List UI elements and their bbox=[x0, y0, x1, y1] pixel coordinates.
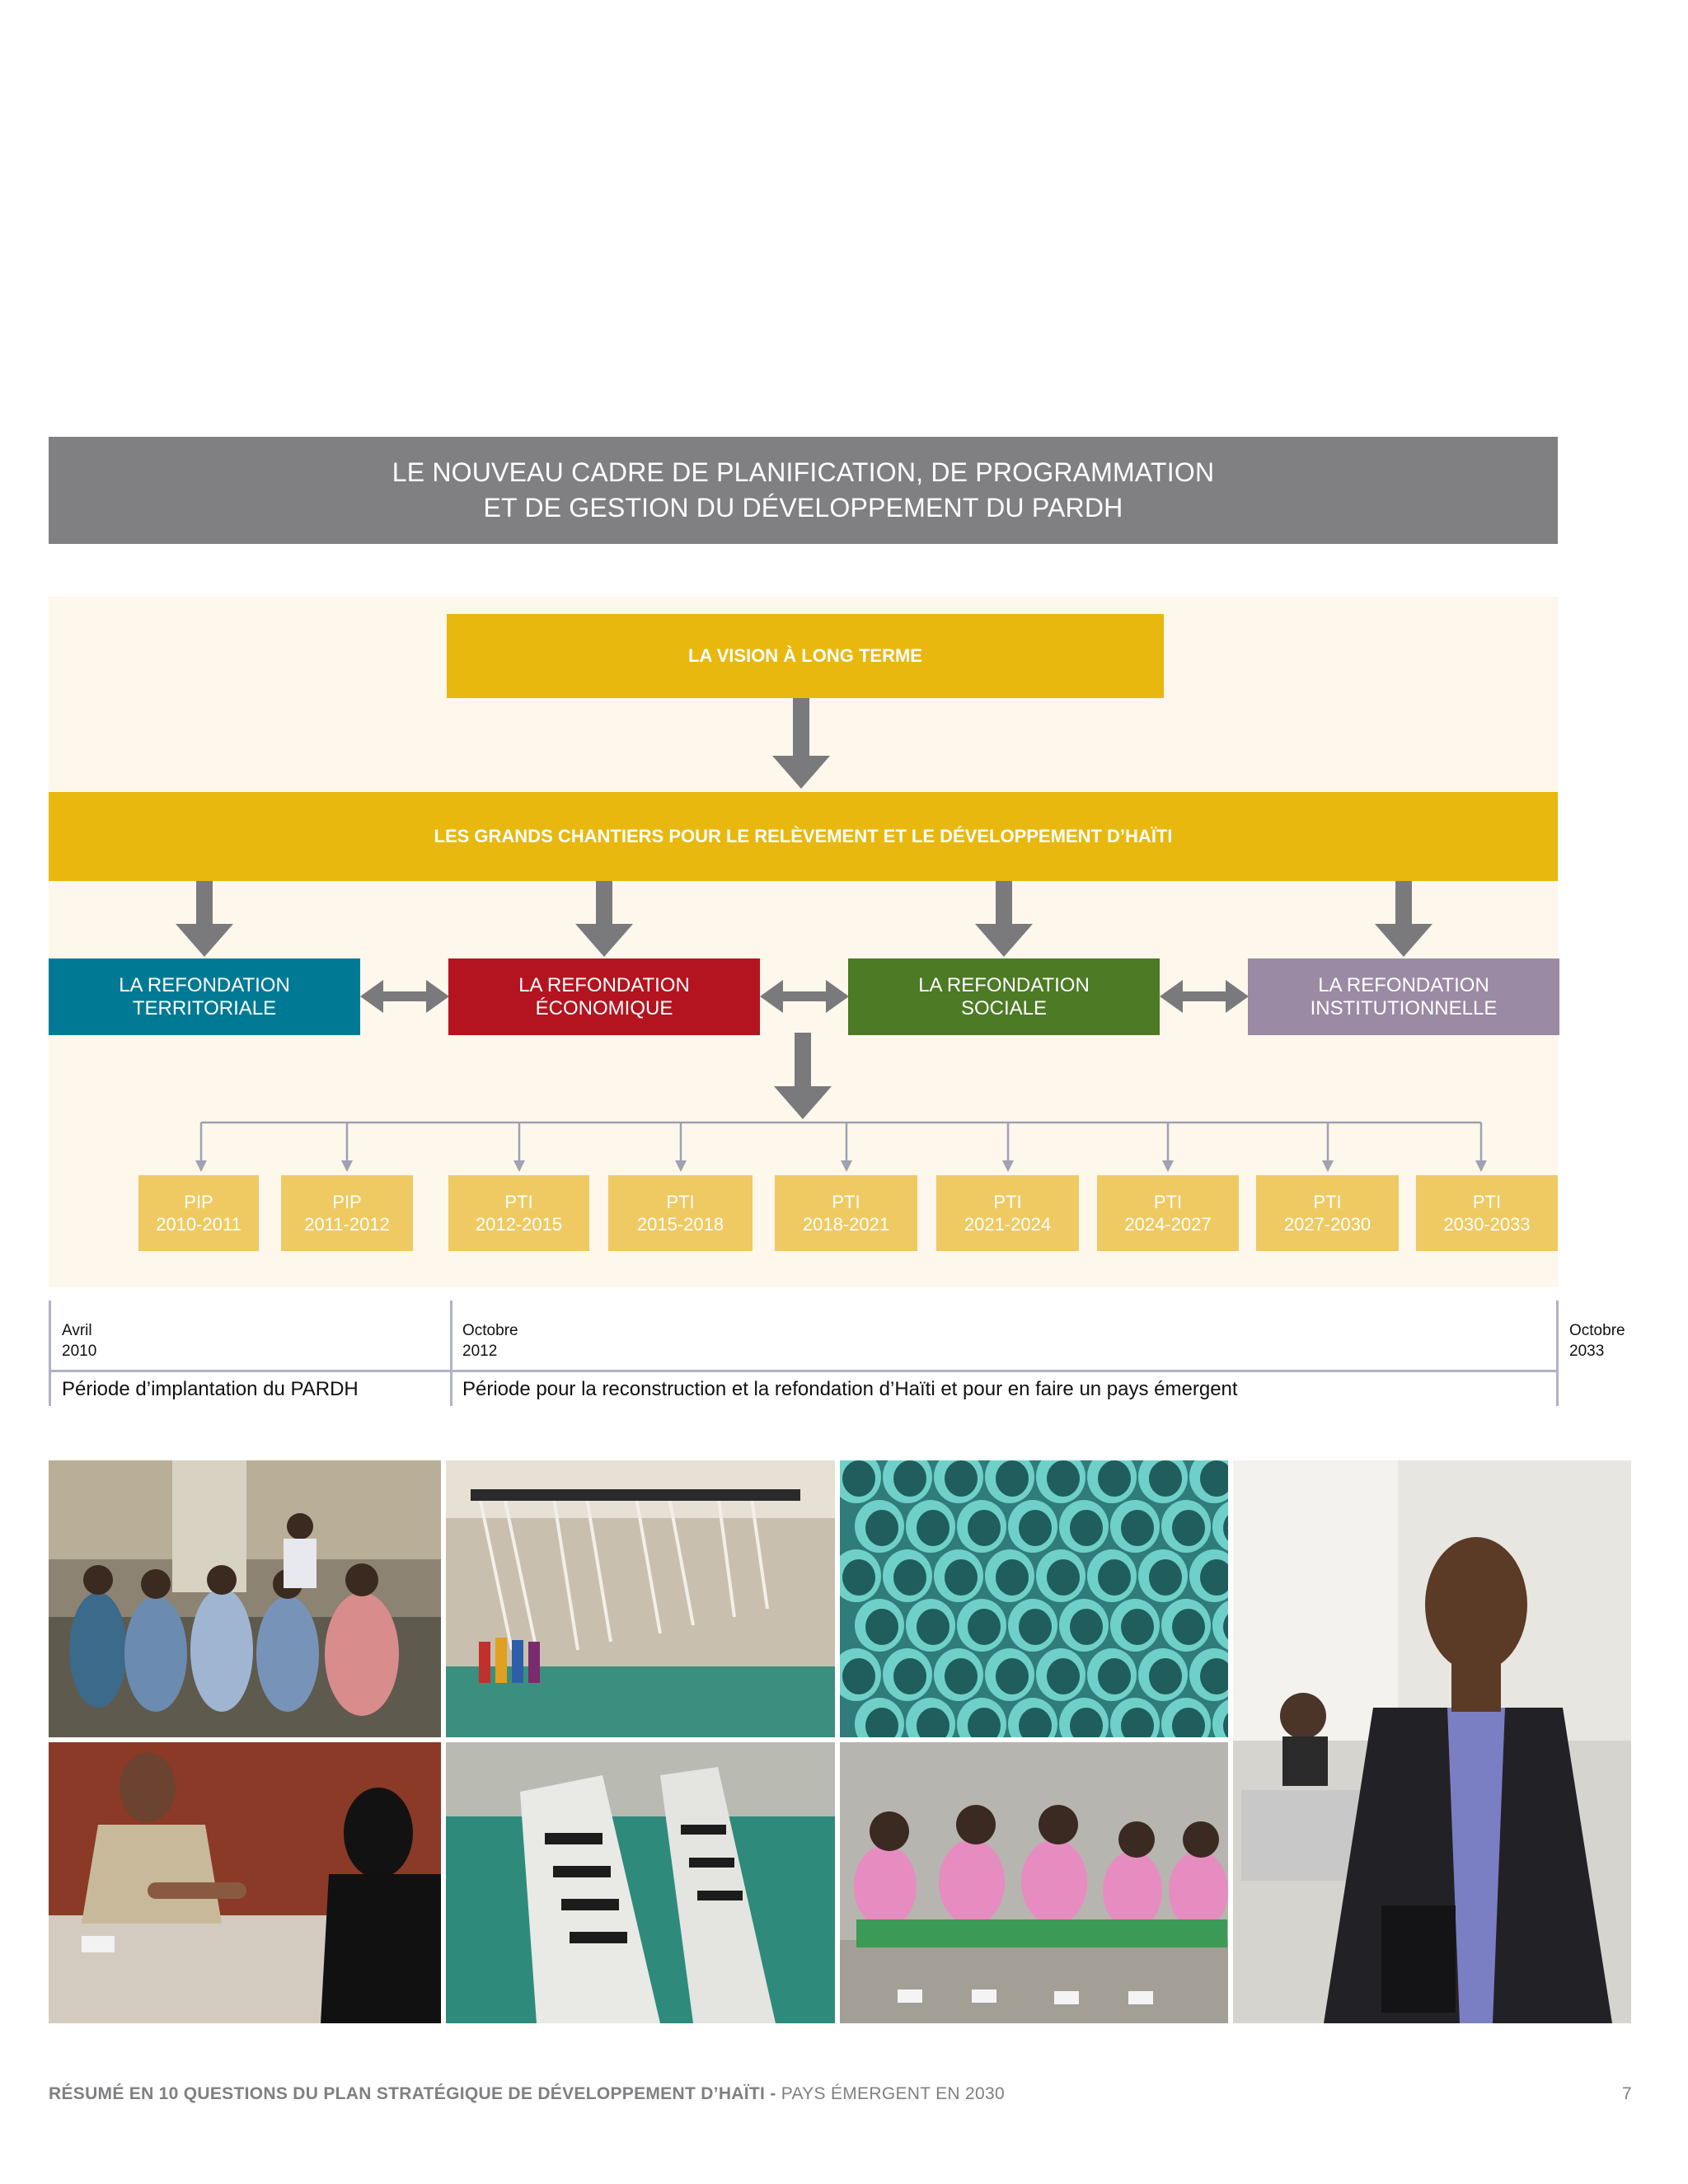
plan-box: PTI 2015-2018 bbox=[608, 1175, 753, 1251]
footer-title: RÉSUMÉ EN 10 QUESTIONS DU PLAN STRATÉGIQ… bbox=[49, 2084, 776, 2103]
timeline-date-end: Octobre 2033 bbox=[1569, 1320, 1625, 1361]
plan-period: 2010-2011 bbox=[156, 1214, 241, 1235]
photo-businessman bbox=[1233, 1460, 1631, 2023]
plan-period: 2011-2012 bbox=[304, 1214, 390, 1235]
page-footer: RÉSUMÉ EN 10 QUESTIONS DU PLAN STRATÉGIQ… bbox=[49, 2084, 1005, 2104]
plan-type: PTI bbox=[1153, 1192, 1183, 1212]
date-year: 2010 bbox=[62, 1343, 97, 1360]
plan-box: PTI 2018-2021 bbox=[775, 1175, 917, 1251]
pillar-label-line2: ÉCONOMIQUE bbox=[535, 996, 673, 1019]
plan-box: PTI 2030-2033 bbox=[1416, 1175, 1558, 1251]
photo-textile-machines bbox=[446, 1460, 835, 1737]
vision-box: LA VISION À LONG TERME bbox=[447, 614, 1164, 698]
date-year: 2033 bbox=[1569, 1343, 1605, 1360]
photo-embroidery-machine bbox=[446, 1742, 835, 2023]
pillar-label-line1: LA REFONDATION bbox=[1318, 973, 1489, 996]
page-number: 7 bbox=[1622, 2084, 1632, 2103]
timeline-period-implantation: Période d’implantation du PARDH bbox=[62, 1378, 359, 1400]
timeline-tick bbox=[450, 1301, 452, 1406]
plan-type: PTI bbox=[832, 1192, 860, 1212]
timeline-date-mid: Octobre 2012 bbox=[462, 1320, 518, 1361]
pillar-label-line2: SOCIALE bbox=[960, 996, 1048, 1019]
plan-type: PIP bbox=[184, 1192, 213, 1212]
plan-period: 2030-2033 bbox=[1443, 1214, 1531, 1235]
photo-pvc-pipes bbox=[840, 1460, 1228, 1737]
plan-type: PTI bbox=[1472, 1192, 1502, 1212]
pillar-sociale: LA REFONDATION SOCIALE bbox=[848, 958, 1160, 1035]
photo-handshake bbox=[49, 1742, 441, 2023]
pillar-label-line1: LA REFONDATION bbox=[518, 973, 690, 996]
plan-box: PTI 2024-2027 bbox=[1097, 1175, 1239, 1251]
plan-type: PTI bbox=[666, 1192, 695, 1212]
photo-seated-group bbox=[49, 1460, 441, 1737]
plan-box: PIP 2011-2012 bbox=[281, 1175, 413, 1251]
plan-type: PIP bbox=[332, 1192, 362, 1212]
plan-type: PTI bbox=[1313, 1192, 1342, 1212]
photo-schoolchildren bbox=[840, 1742, 1228, 2023]
plan-box: PIP 2010-2011 bbox=[138, 1175, 259, 1251]
footer-subtitle: PAYS ÉMERGENT EN 2030 bbox=[776, 2084, 1005, 2103]
pillar-label-line2: TERRITORIALE bbox=[132, 996, 277, 1019]
pillar-economique: LA REFONDATION ÉCONOMIQUE bbox=[448, 958, 760, 1035]
section-banner: LE NOUVEAU CADRE DE PLANIFICATION, DE PR… bbox=[49, 437, 1558, 544]
pillar-territoriale: LA REFONDATION TERRITORIALE bbox=[49, 958, 360, 1035]
plan-period: 2021-2024 bbox=[964, 1214, 1052, 1235]
date-year: 2012 bbox=[462, 1343, 498, 1360]
plan-type: PTI bbox=[993, 1192, 1022, 1212]
plan-period: 2027-2030 bbox=[1283, 1214, 1372, 1235]
timeline-axis bbox=[49, 1370, 1559, 1372]
date-month: Octobre bbox=[1569, 1322, 1625, 1339]
pillar-label-line1: LA REFONDATION bbox=[119, 973, 290, 996]
date-month: Octobre bbox=[462, 1322, 518, 1339]
timeline-tick bbox=[49, 1301, 51, 1406]
plan-period: 2012-2015 bbox=[475, 1214, 563, 1235]
pillar-label-line2: INSTITUTIONNELLE bbox=[1310, 996, 1498, 1019]
timeline-date-start: Avril 2010 bbox=[62, 1320, 96, 1361]
date-month: Avril bbox=[62, 1322, 92, 1339]
plan-box: PTI 2012-2015 bbox=[448, 1175, 589, 1251]
pillar-label-line1: LA REFONDATION bbox=[918, 973, 1090, 996]
plan-period: 2015-2018 bbox=[636, 1214, 724, 1235]
timeline-period-reconstruction: Période pour la reconstruction et la ref… bbox=[462, 1378, 1238, 1400]
plan-box: PTI 2021-2024 bbox=[936, 1175, 1079, 1251]
plan-period: 2024-2027 bbox=[1124, 1214, 1212, 1235]
timeline-tick bbox=[1556, 1301, 1559, 1406]
pillar-institutionnelle: LA REFONDATION INSTITUTIONNELLE bbox=[1248, 958, 1559, 1035]
chantiers-box: LES GRANDS CHANTIERS POUR LE RELÈVEMENT … bbox=[49, 792, 1558, 881]
plan-box: PTI 2027-2030 bbox=[1256, 1175, 1399, 1251]
banner-line-2: ET DE GESTION DU DÉVELOPPEMENT DU PARDH bbox=[483, 493, 1123, 523]
plan-type: PTI bbox=[504, 1192, 533, 1212]
plan-period: 2018-2021 bbox=[802, 1214, 890, 1235]
banner-line-1: LE NOUVEAU CADRE DE PLANIFICATION, DE PR… bbox=[392, 457, 1215, 487]
